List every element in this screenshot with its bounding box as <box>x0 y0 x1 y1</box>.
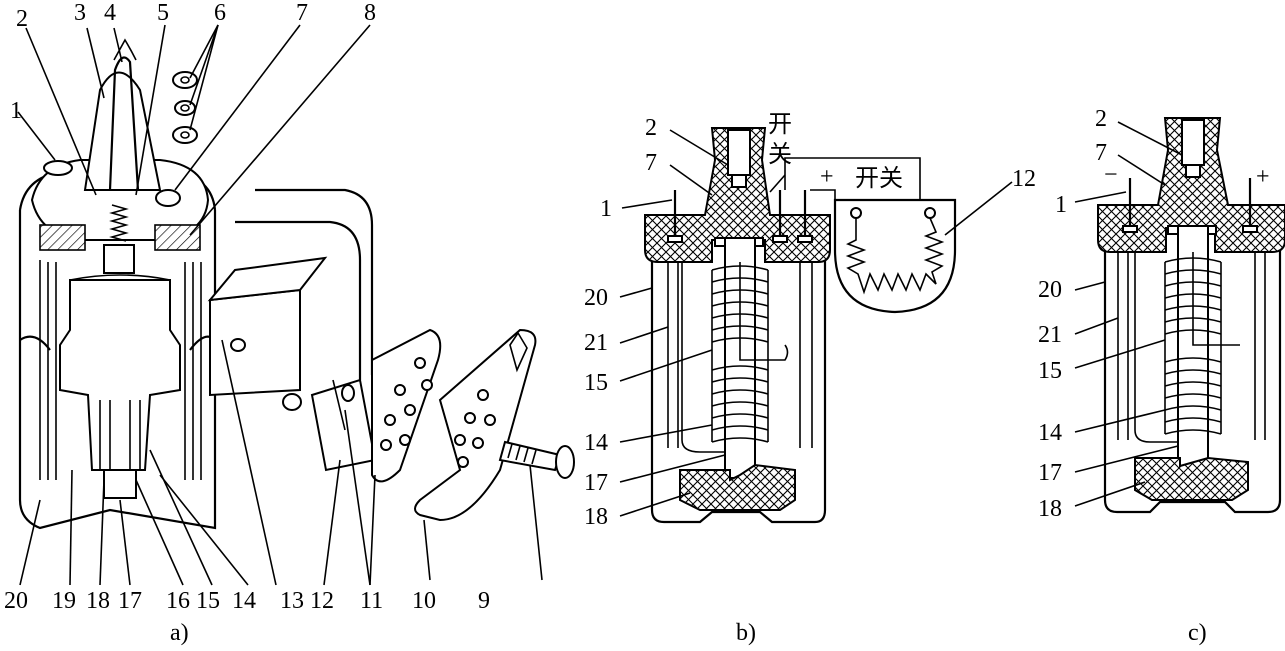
plate-holes <box>380 357 433 451</box>
panel-c-labels: 1 2 7 14 15 17 18 20 21 − + c) <box>1038 106 1270 646</box>
panel-b-drawing <box>644 127 957 524</box>
panel-a-leaders <box>17 24 543 586</box>
label-a-4: 4 <box>104 0 116 26</box>
label-a-2: 2 <box>16 6 28 32</box>
label-c-2: 2 <box>1095 106 1107 132</box>
label-c-18: 18 <box>1038 496 1062 522</box>
label-c-1: 1 <box>1055 192 1067 218</box>
panel-a-labels: 1 2 3 4 5 6 7 8 9 10 11 12 13 14 15 16 1… <box>4 0 490 646</box>
label-a-8: 8 <box>364 0 376 26</box>
switch-text-b: 开关 <box>855 164 903 192</box>
plate-10-holes <box>454 389 496 468</box>
plus-symbol-c: + <box>1256 164 1270 190</box>
label-b-2: 2 <box>645 115 657 141</box>
label-b-17: 17 <box>584 470 608 496</box>
label-a-3: 3 <box>74 0 86 26</box>
caption-c: c) <box>1188 620 1207 646</box>
label-c-20: 20 <box>1038 277 1062 303</box>
label-a-19: 19 <box>52 588 76 614</box>
panel-c-leaders <box>1074 121 1183 507</box>
label-b-12: 12 <box>1012 166 1036 192</box>
label-a-6: 6 <box>214 0 226 26</box>
label-a-12: 12 <box>310 588 334 614</box>
label-b-14: 14 <box>584 430 608 456</box>
label-c-14: 14 <box>1038 420 1062 446</box>
plus-symbol-b: + <box>820 164 834 190</box>
label-a-5: 5 <box>157 0 169 26</box>
label-a-14: 14 <box>232 588 256 614</box>
label-c-21: 21 <box>1038 322 1062 348</box>
label-a-1: 1 <box>10 98 22 124</box>
caption-b: b) <box>736 620 756 646</box>
label-a-7: 7 <box>296 0 308 26</box>
switch-text-vertical-bottom: 关 <box>768 140 792 168</box>
panel-a-drawing <box>18 38 575 530</box>
label-b-7: 7 <box>645 150 657 176</box>
label-b-1: 1 <box>600 196 612 222</box>
label-b-15: 15 <box>584 370 608 396</box>
label-a-9: 9 <box>478 588 490 614</box>
label-a-10: 10 <box>412 588 436 614</box>
label-a-15: 15 <box>196 588 220 614</box>
core-laminations <box>39 260 202 480</box>
label-a-16: 16 <box>166 588 190 614</box>
switch-text-vertical-top: 开 <box>768 110 792 138</box>
panel-b-labels: 1 2 7 12 14 15 17 18 20 21 开 关 + 开关 b) <box>584 110 1036 646</box>
label-a-18: 18 <box>86 588 110 614</box>
label-c-7: 7 <box>1095 140 1107 166</box>
label-c-17: 17 <box>1038 460 1062 486</box>
washers <box>172 71 198 144</box>
minus-symbol-c: − <box>1104 162 1118 188</box>
label-a-11: 11 <box>360 588 383 614</box>
panel-b-leaders <box>619 129 1013 517</box>
label-a-20: 20 <box>4 588 28 614</box>
panel-c-drawing <box>1097 117 1285 514</box>
label-b-21: 21 <box>584 330 608 356</box>
label-c-15: 15 <box>1038 358 1062 384</box>
label-b-18: 18 <box>584 504 608 530</box>
label-b-20: 20 <box>584 285 608 311</box>
label-a-17: 17 <box>118 588 142 614</box>
caption-a: a) <box>170 620 189 646</box>
label-a-13: 13 <box>280 588 304 614</box>
